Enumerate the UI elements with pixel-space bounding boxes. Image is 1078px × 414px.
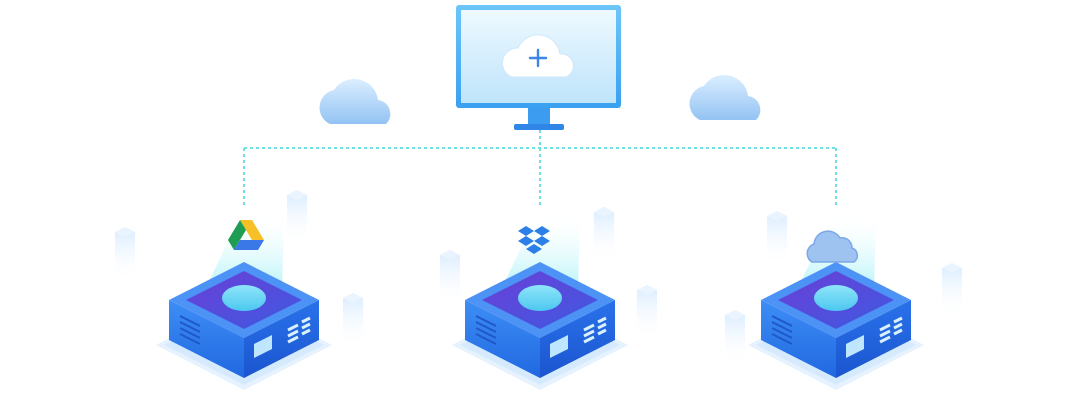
cube xyxy=(637,285,657,340)
cloud-plus-icon[interactable] xyxy=(501,34,574,78)
google-drive-icon xyxy=(228,220,264,250)
monitor-hub xyxy=(456,5,621,130)
server-node-dropbox[interactable] xyxy=(452,218,628,390)
cloud-icon xyxy=(319,78,391,124)
server-node-generic-cloud[interactable] xyxy=(748,218,924,390)
connector-lines xyxy=(243,130,837,205)
cube xyxy=(440,250,460,305)
server-node-google-drive[interactable] xyxy=(156,218,332,390)
cube xyxy=(942,263,962,318)
cube xyxy=(594,207,614,262)
cloud-icon xyxy=(806,230,858,263)
cube xyxy=(767,211,787,266)
cube xyxy=(343,293,363,348)
cloud-icon xyxy=(689,74,761,120)
cube xyxy=(725,310,745,365)
dropbox-icon xyxy=(518,226,550,254)
cube xyxy=(115,227,135,282)
decorative-cubes xyxy=(115,190,962,365)
cube xyxy=(287,190,307,245)
